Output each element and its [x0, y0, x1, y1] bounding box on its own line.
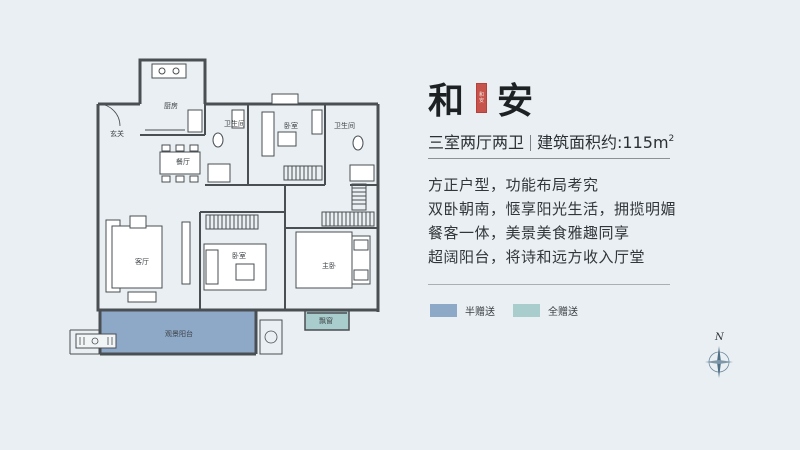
bath2-fixtures — [311, 109, 375, 182]
bay-window-area — [305, 310, 349, 330]
label-entrance: 玄关 — [110, 129, 124, 138]
living-furniture — [105, 215, 191, 303]
feature-list: 方正户型，功能布局考究 双卧朝南，惬享阳光生活，拥揽明媚 餐客一体，美景美食雅趣… — [428, 173, 676, 269]
label-balcony: 观景阳台 — [165, 329, 193, 338]
dining-table — [159, 144, 201, 183]
feature-divider — [428, 284, 670, 285]
ac-unit — [75, 333, 117, 349]
legend-swatch-full — [513, 304, 540, 317]
legend-label-full: 全赠送 — [548, 307, 578, 318]
master-furniture — [295, 183, 375, 289]
title: 和 和 安 安 — [428, 72, 535, 124]
feature-item: 超阔阳台，将诗和远方收入厅堂 — [428, 248, 646, 266]
bedroom2-furniture — [261, 111, 323, 181]
feature-item: 方正户型，功能布局考究 — [428, 176, 599, 194]
legend-item-half: 半赠送 — [430, 303, 495, 318]
bedroom3-furniture — [203, 214, 267, 291]
label-bath1: 卫生间 — [224, 119, 245, 128]
label-dining: 餐厅 — [176, 157, 190, 166]
label-living: 客厅 — [135, 257, 149, 266]
legend-label-half: 半赠送 — [465, 307, 495, 318]
compass-icon: N — [703, 330, 735, 382]
floor-plan: 厨房 玄关 卫生间 卧室 卫生间 餐厅 客厅 卧室 主卧 观景阳台 飘窗 — [69, 58, 380, 356]
area-unit-sup: 2 — [668, 134, 675, 144]
label-bay: 飘窗 — [319, 316, 333, 325]
compass-north-label: N — [714, 332, 725, 343]
seal-line-1: 和 — [479, 92, 485, 98]
spec-underline — [428, 158, 670, 159]
label-bath2: 卫生间 — [334, 121, 355, 130]
label-kitchen: 厨房 — [164, 101, 178, 110]
title-char-2: 安 — [497, 80, 536, 122]
label-bedroom3: 卧室 — [232, 251, 246, 260]
area-text: 建筑面积约:115m — [537, 133, 669, 152]
legend: 半赠送 全赠送 — [430, 303, 596, 318]
kitchen-fixtures — [145, 63, 203, 133]
spec-line: 三室两厅两卫建筑面积约:115m2 — [428, 129, 674, 153]
feature-item: 餐客一体，美景美食雅趣同享 — [428, 224, 630, 242]
layout-text: 三室两厅两卫 — [428, 133, 525, 152]
legend-swatch-half — [430, 304, 457, 317]
seal-stamp: 和 安 — [476, 83, 488, 113]
inner-walls — [140, 104, 378, 310]
feature-item: 双卧朝南，惬享阳光生活，拥揽明媚 — [428, 200, 677, 218]
seal-line-2: 安 — [479, 98, 485, 104]
title-char-1: 和 — [428, 80, 467, 122]
legend-item-full: 全赠送 — [513, 303, 578, 318]
outer-walls — [96, 58, 380, 356]
bay-window — [304, 309, 350, 331]
bath1-fixtures — [207, 109, 245, 183]
label-bedroom2: 卧室 — [284, 121, 298, 130]
balcony-rail — [69, 319, 283, 355]
spec-divider — [530, 135, 532, 151]
label-master: 主卧 — [322, 261, 336, 270]
balcony-area — [100, 310, 256, 354]
